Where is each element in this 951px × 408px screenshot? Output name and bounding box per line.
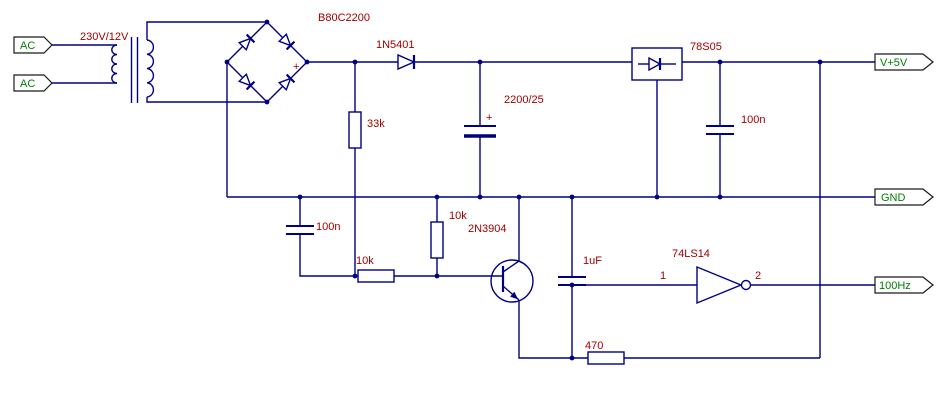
terminal-v5: V+5V <box>874 53 934 71</box>
terminal-gnd-label: GND <box>881 192 906 204</box>
terminal-100hz-label: 100Hz <box>879 280 911 292</box>
pin-1-label: 1 <box>660 270 666 282</box>
emitter-arrow-icon <box>510 291 519 300</box>
diode-1n5401: 1N5401 <box>376 39 416 71</box>
transformer: 230V/12V <box>80 31 155 103</box>
regulator-diode-icon <box>648 56 662 72</box>
capacitor-plus-sign: + <box>486 112 492 124</box>
bridge-label: B80C2200 <box>318 12 370 24</box>
bridge-diode-icon <box>277 73 296 92</box>
wires <box>52 21 875 359</box>
resistor-470: 470 <box>585 340 625 365</box>
transformer-label: 230V/12V <box>80 31 129 43</box>
inverter-label: 74LS14 <box>672 248 710 260</box>
capacitor-2200uf: 2200/25 + <box>464 94 544 138</box>
transistor-label: 2N3904 <box>468 223 507 235</box>
capacitor-2200uf-label: 2200/25 <box>504 94 544 106</box>
capacitor-100n-filter: 100n <box>286 221 340 235</box>
capacitor-1uf: 1uF <box>558 255 602 286</box>
capacitor-100n-output-label: 100n <box>741 114 765 126</box>
terminal-v5-label: V+5V <box>880 57 908 69</box>
resistor-33k: 33k <box>348 111 385 149</box>
capacitor-100n-output: 100n <box>706 114 765 135</box>
diode-label: 1N5401 <box>376 39 415 51</box>
bridge-diode-icon <box>237 33 256 52</box>
bridge-diode-icon <box>237 72 256 91</box>
terminal-100hz: 100Hz <box>874 276 934 294</box>
terminal-ac1-label: AC <box>20 40 35 52</box>
inverter-74ls14: 74LS14 1 2 <box>660 248 761 305</box>
resistor-10k-series: 10k <box>356 255 395 283</box>
regulator-78s05: 78S05 <box>631 41 722 81</box>
resistor-10k-pulldown: 10k <box>430 210 467 259</box>
bridge-diode-icon <box>277 32 296 51</box>
resistor-10k-series-label: 10k <box>356 255 374 267</box>
junction-dots <box>224 19 823 361</box>
terminal-ac1: AC <box>13 36 53 54</box>
regulator-label: 78S05 <box>690 41 722 53</box>
bridge-rectifier: B80C2200 + <box>226 12 370 103</box>
terminal-gnd: GND <box>874 188 934 206</box>
terminal-ac2: AC <box>13 74 53 92</box>
resistor-470-label: 470 <box>585 340 603 352</box>
inverter-bubble-icon <box>740 279 752 291</box>
resistor-10k-pulldown-label: 10k <box>449 210 467 222</box>
bridge-plus-sign: + <box>293 61 299 73</box>
resistor-33k-label: 33k <box>367 118 385 130</box>
terminal-ac2-label: AC <box>20 78 35 90</box>
capacitor-100n-filter-label: 100n <box>316 221 340 233</box>
pin-2-label: 2 <box>755 270 761 282</box>
transistor-2n3904: 2N3904 <box>468 223 534 303</box>
capacitor-1uf-label: 1uF <box>583 255 602 267</box>
